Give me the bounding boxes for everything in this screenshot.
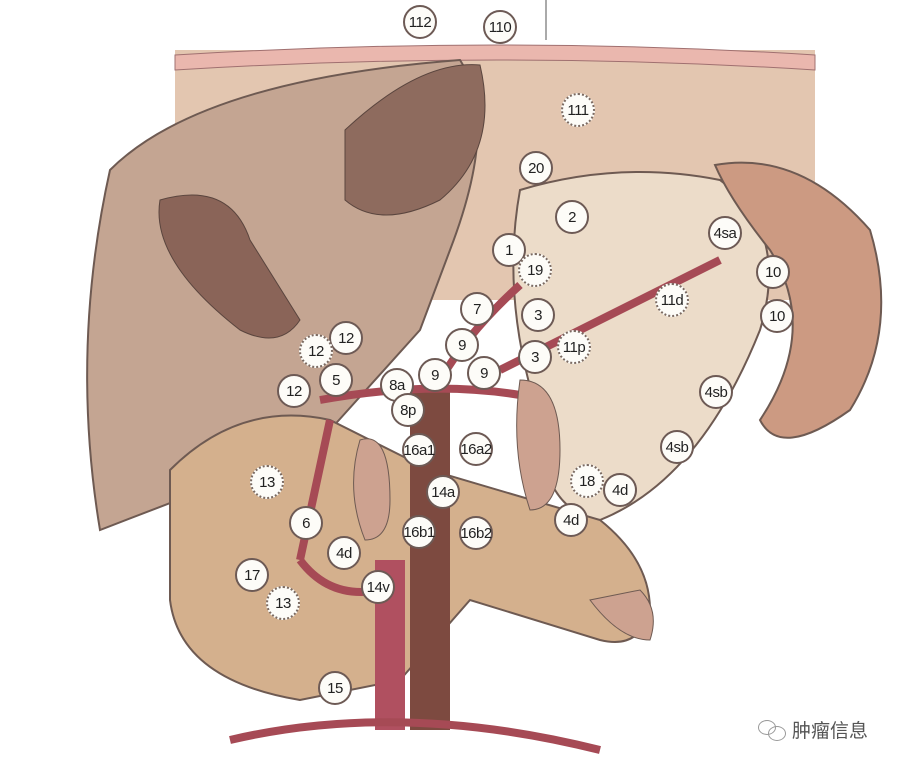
lymph-node-station: 10 <box>756 255 790 289</box>
lymph-node-station: 111 <box>561 93 595 127</box>
lymph-node-station: 12 <box>329 321 363 355</box>
lymph-node-station: 11d <box>655 283 689 317</box>
lymph-node-station: 5 <box>319 363 353 397</box>
lymph-node-station: 9 <box>467 356 501 390</box>
stomach <box>512 171 770 522</box>
lymph-node-station: 14a <box>426 475 460 509</box>
lymph-node-station: 12 <box>277 374 311 408</box>
lymph-node-station: 12 <box>299 334 333 368</box>
lymph-node-station: 6 <box>289 506 323 540</box>
watermark: 肿瘤信息 <box>758 716 868 743</box>
lymph-node-station: 4sb <box>699 375 733 409</box>
lymph-node-station: 18 <box>570 464 604 498</box>
watermark-text: 肿瘤信息 <box>792 721 869 742</box>
lymph-node-station: 4d <box>327 536 361 570</box>
caudate-lobe <box>344 64 486 216</box>
lymph-node-station: 16b1 <box>402 515 436 549</box>
lymph-node-station: 11p <box>557 330 591 364</box>
lymph-node-station: 112 <box>403 5 437 39</box>
lymph-node-station: 9 <box>445 328 479 362</box>
lymph-node-station: 15 <box>318 671 352 705</box>
lymph-node-station: 16b2 <box>459 516 493 550</box>
lymph-node-station: 2 <box>555 200 589 234</box>
lymph-node-station: 20 <box>519 151 553 185</box>
lymph-node-station: 3 <box>518 340 552 374</box>
lymph-node-station: 9 <box>418 358 452 392</box>
pylorus-section <box>516 379 561 511</box>
duodenum-section <box>353 438 391 541</box>
lymph-node-station: 7 <box>460 292 494 326</box>
spleen <box>713 161 883 439</box>
lymph-node-station: 17 <box>235 558 269 592</box>
lymph-node-station: 1 <box>492 233 526 267</box>
lymph-node-station: 13 <box>250 465 284 499</box>
lymph-node-station: 4d <box>603 473 637 507</box>
lymph-node-station: 16a2 <box>459 432 493 466</box>
wechat-icon <box>758 719 786 741</box>
lymph-node-station: 4d <box>554 503 588 537</box>
lymph-node-station: 14v <box>361 570 395 604</box>
lymph-node-station: 110 <box>483 10 517 44</box>
gallbladder <box>158 194 301 339</box>
lymph-node-station: 16a1 <box>402 433 436 467</box>
lymph-node-station: 10 <box>760 299 794 333</box>
lymph-node-station: 4sa <box>708 216 742 250</box>
lymph-node-station: 3 <box>521 298 555 332</box>
lymph-node-station: 19 <box>518 253 552 287</box>
lymph-node-station: 8p <box>391 393 425 427</box>
lymph-node-station: 13 <box>266 586 300 620</box>
jejunum-section <box>589 589 654 641</box>
lymph-node-station: 4sb <box>660 430 694 464</box>
abdominal-wall <box>174 44 816 71</box>
